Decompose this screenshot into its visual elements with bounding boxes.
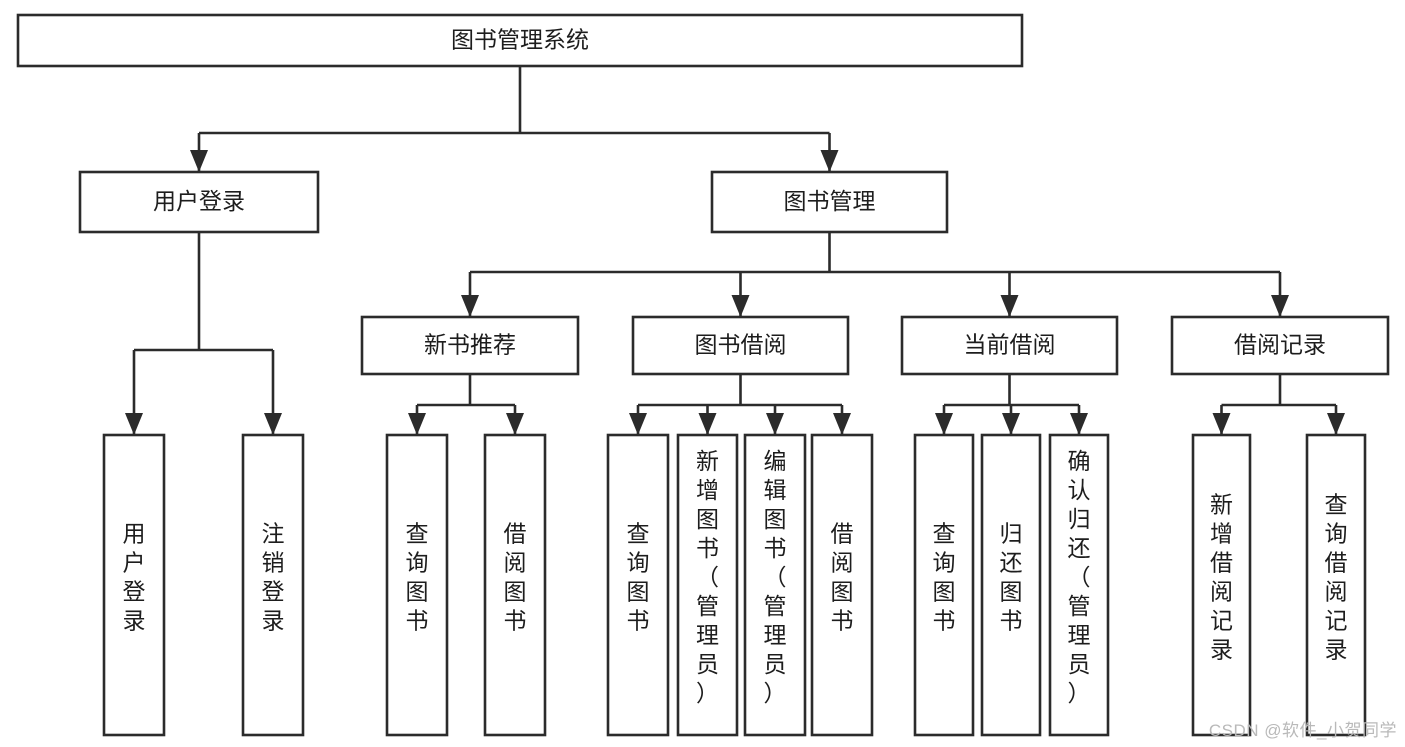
arrow-head-icon <box>1327 413 1345 435</box>
node-box-图书借阅[interactable] <box>631 315 850 376</box>
node-box-新书推荐[interactable] <box>360 315 580 376</box>
arrow-head-icon <box>766 413 784 435</box>
arrow-head-icon <box>1212 413 1231 435</box>
node-box-确认归还-管理员[interactable] <box>1048 433 1110 737</box>
node-level1-1[interactable]: 图书管理 <box>710 170 949 234</box>
node-label-新增图书-管理员: 新增图书（管理员） <box>696 448 719 706</box>
node-box-图书管理[interactable] <box>710 170 949 234</box>
node-box-借阅记录[interactable] <box>1170 315 1390 376</box>
node-label-用户登录: 用户登录 <box>153 188 245 214</box>
node-label-编辑图书-管理员: 编辑图书（管理员） <box>764 448 787 706</box>
node-box-查询图书[interactable] <box>913 433 975 737</box>
node-box-查询图书[interactable] <box>385 433 449 737</box>
node-level2-0[interactable]: 新书推荐 <box>360 315 580 376</box>
node-box-借阅图书[interactable] <box>810 433 874 737</box>
node-leaf-10[interactable]: 确认归还（管理员） <box>1048 433 1110 737</box>
node-leaf-5[interactable]: 新增图书（管理员） <box>676 433 739 737</box>
node-label-借阅图书: 借阅图书 <box>504 521 527 634</box>
node-layer: 图书管理系统用户登录图书管理新书推荐图书借阅当前借阅借阅记录用户登录注销登录查询… <box>16 13 1390 737</box>
node-label-查询图书: 查询图书 <box>406 521 429 634</box>
node-label-注销登录: 注销登录 <box>262 521 285 634</box>
node-box-新增借阅记录[interactable] <box>1191 433 1252 737</box>
arrow-head-icon <box>506 413 524 435</box>
node-box-用户登录[interactable] <box>78 170 320 234</box>
node-box-当前借阅[interactable] <box>900 315 1119 376</box>
node-level2-1[interactable]: 图书借阅 <box>631 315 850 376</box>
node-box-查询借阅记录[interactable] <box>1305 433 1367 737</box>
node-box-归还图书[interactable] <box>980 433 1042 737</box>
node-label-借阅图书: 借阅图书 <box>831 521 854 634</box>
node-box-编辑图书-管理员[interactable] <box>743 433 807 737</box>
arrow-head-icon <box>820 150 839 172</box>
arrow-head-icon <box>461 295 479 317</box>
node-leaf-9[interactable]: 归还图书 <box>980 433 1042 737</box>
node-leaf-7[interactable]: 借阅图书 <box>810 433 874 737</box>
arrow-head-icon <box>1070 413 1088 435</box>
arrow-head-icon <box>833 413 851 435</box>
node-box-借阅图书[interactable] <box>483 433 547 737</box>
node-leaf-6[interactable]: 编辑图书（管理员） <box>743 433 807 737</box>
node-label-图书管理: 图书管理 <box>784 188 876 214</box>
connector-layer <box>125 66 1345 435</box>
node-label-当前借阅: 当前借阅 <box>964 332 1056 358</box>
node-label-图书管理系统: 图书管理系统 <box>451 27 589 53</box>
node-box-注销登录[interactable] <box>241 433 305 737</box>
node-level2-2[interactable]: 当前借阅 <box>900 315 1119 376</box>
node-label-借阅记录: 借阅记录 <box>1234 332 1326 358</box>
arrow-head-icon <box>698 413 717 435</box>
node-level1-0[interactable]: 用户登录 <box>78 170 320 234</box>
arrow-head-icon <box>408 413 426 435</box>
arrow-head-icon <box>264 413 282 435</box>
node-box-查询图书[interactable] <box>606 433 670 737</box>
node-leaf-3[interactable]: 借阅图书 <box>483 433 547 737</box>
node-box-图书管理系统[interactable] <box>16 13 1024 68</box>
arrow-head-icon <box>629 413 647 435</box>
node-leaf-11[interactable]: 新增借阅记录 <box>1191 433 1252 737</box>
node-leaf-1[interactable]: 注销登录 <box>241 433 305 737</box>
arrow-head-icon <box>1002 413 1020 435</box>
arrow-head-icon <box>1000 295 1019 317</box>
node-label-新书推荐: 新书推荐 <box>424 332 516 358</box>
node-label-查询借阅记录: 查询借阅记录 <box>1325 492 1348 663</box>
node-label-图书借阅: 图书借阅 <box>695 332 787 358</box>
node-label-查询图书: 查询图书 <box>933 521 956 634</box>
arrow-head-icon <box>1271 295 1289 317</box>
arrow-head-icon <box>125 413 143 435</box>
arrow-head-icon <box>190 150 208 172</box>
arrow-head-icon <box>731 295 750 317</box>
node-leaf-0[interactable]: 用户登录 <box>102 433 166 737</box>
node-label-用户登录: 用户登录 <box>123 521 146 634</box>
node-box-新增图书-管理员[interactable] <box>676 433 739 737</box>
node-label-查询图书: 查询图书 <box>627 521 650 634</box>
arrow-head-icon <box>935 413 953 435</box>
node-label-新增借阅记录: 新增借阅记录 <box>1210 492 1233 663</box>
node-level2-3[interactable]: 借阅记录 <box>1170 315 1390 376</box>
node-label-确认归还-管理员: 确认归还（管理员） <box>1068 448 1091 706</box>
node-root-0[interactable]: 图书管理系统 <box>16 13 1024 68</box>
node-leaf-8[interactable]: 查询图书 <box>913 433 975 737</box>
node-box-用户登录[interactable] <box>102 433 166 737</box>
node-leaf-4[interactable]: 查询图书 <box>606 433 670 737</box>
node-leaf-2[interactable]: 查询图书 <box>385 433 449 737</box>
node-label-归还图书: 归还图书 <box>1000 521 1023 634</box>
node-leaf-12[interactable]: 查询借阅记录 <box>1305 433 1367 737</box>
